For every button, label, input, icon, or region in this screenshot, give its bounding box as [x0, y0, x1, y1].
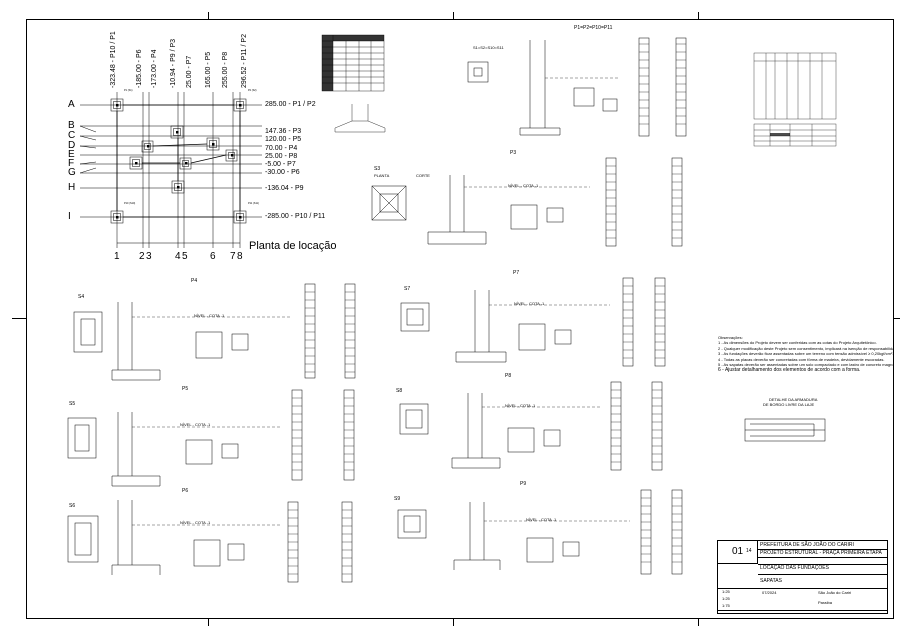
col-number-3: 3	[146, 251, 152, 262]
right-axis-label-1: 285.00 - P1 / P2	[265, 101, 316, 108]
row-letter-d: D	[68, 140, 76, 151]
detail-title-2: DE BORDO LIVRE DA LAJE	[763, 402, 815, 407]
right-axis-label-6: -5.00 - P7	[265, 161, 296, 168]
scale-2: 1:25	[722, 596, 730, 601]
p7-label: P7	[513, 270, 520, 276]
project-city: São João do Cariri	[818, 590, 852, 595]
s3-plan-label: PLANTA	[374, 173, 390, 178]
svg-text:P1 (S1): P1 (S1)	[124, 89, 133, 92]
location-plan-title: Planta de locação	[249, 240, 337, 252]
p3-label: P3	[510, 150, 517, 156]
col-number-5: 5	[182, 251, 188, 262]
s7-label: S7	[404, 286, 411, 292]
sheet-total: 14	[746, 548, 752, 554]
right-axis-label-2: 147.36 - P3	[265, 128, 302, 135]
sheet-frame	[26, 19, 894, 619]
row-letter-c: C	[68, 130, 76, 141]
note-2: 2 - Qualquer modificação deste Projeto s…	[718, 345, 894, 351]
row-letter-b: B	[68, 120, 75, 131]
col-number-7: 7	[230, 251, 236, 262]
s3-label: S3	[374, 166, 381, 172]
right-axis-label-8: -136.04 - P9	[265, 185, 304, 192]
s5-level-label: NÍVEL - COTA -1	[180, 422, 211, 427]
pillar-group-label: P1=P2=P10=P11	[574, 25, 613, 31]
right-axis-label-9: -285.00 - P10 / P11	[265, 213, 326, 220]
svg-text:P11 (S11): P11 (S11)	[248, 202, 259, 205]
note-3: 3 - As fundações deverão ficar assentada…	[718, 351, 894, 357]
drawing-name-2: SAPATAS	[760, 578, 782, 584]
s1-group-label: S1=S2=S10=S11	[473, 45, 504, 50]
drawing-name-1: LOCAÇÃO DAS FUNDAÇÕES	[760, 565, 829, 571]
col-number-8: 8	[237, 251, 243, 262]
right-axis-label-3: 120.00 - P5	[265, 136, 302, 143]
note-4: 4 - Todas as placas deverão ser concreta…	[718, 356, 885, 362]
svg-text:P2 (S2): P2 (S2)	[248, 89, 257, 92]
s4-level-label: NÍVEL - COTA -1	[194, 313, 225, 318]
row-letter-e: E	[68, 149, 75, 160]
right-axis-label-7: -30.00 - P6	[265, 169, 300, 176]
s9-level-label: NÍVEL - COTA -1	[526, 517, 557, 522]
col-number-4: 4	[175, 251, 181, 262]
scale-3: 1:75	[722, 603, 730, 608]
p8-label: P8	[505, 373, 512, 379]
s8-level-label: NÍVEL - COTA -1	[505, 403, 536, 408]
sheet-number: 01	[732, 546, 744, 557]
project-state: Paraíba	[818, 600, 833, 605]
sheet-number-box	[717, 540, 758, 564]
p5-label: P5	[182, 386, 189, 392]
svg-text:P10 (S10): P10 (S10)	[124, 202, 135, 205]
notes-heading: Observações:	[718, 335, 743, 340]
s6-level-label: NÍVEL - COTA -1	[180, 520, 211, 525]
scale-1: 1:25	[722, 589, 730, 594]
p6-label: P6	[182, 488, 189, 494]
detail-title-1: DETALHE DA ARMADURA	[769, 397, 818, 402]
s8-label: S8	[396, 388, 403, 394]
row-letter-g: G	[68, 167, 76, 178]
right-axis-label-5: 25.00 - P8	[265, 153, 298, 160]
right-axis-label-4: 70.00 - P4	[265, 145, 298, 152]
row-letter-f: F	[68, 158, 75, 169]
row-letter-i: I	[68, 211, 71, 222]
client-name: PREFEITURA DE SÃO JOÃO DO CARIRI	[760, 542, 854, 548]
notes-block: Observações: 1 - As dimensões do Projeto…	[718, 335, 894, 374]
p4-label: P4	[191, 278, 198, 284]
note-1: 1 - As dimensões do Projeto devem ser co…	[718, 340, 877, 346]
s7-level-label: NÍVEL - COTA -1	[514, 301, 545, 306]
project-name: PROJETO ESTRUTURAL - PRAÇA PRIMEIRA ETAP…	[760, 550, 882, 556]
col-number-6: 6	[210, 251, 216, 262]
note-6: 6 - Ajustar detalhamento dos elementos d…	[718, 367, 861, 374]
s4-label: S4	[78, 294, 85, 300]
col-number-1: 1	[114, 251, 120, 262]
drawing-date: 07/2024	[762, 590, 777, 595]
s3-level-label: NÍVEL - COTA -1	[508, 183, 539, 188]
row-letter-h: H	[68, 182, 76, 193]
title-block	[717, 540, 888, 614]
col-number-2: 2	[139, 251, 145, 262]
s5-label: S5	[69, 401, 76, 407]
note-5: 5 - As sapatas deverão ser assentadas so…	[718, 361, 894, 367]
p9-label: P9	[520, 481, 527, 487]
s9-label: S9	[394, 496, 401, 502]
s6-label: S6	[69, 503, 76, 509]
s3-section-label: CORTE	[416, 173, 430, 178]
row-letter-a: A	[68, 99, 75, 110]
